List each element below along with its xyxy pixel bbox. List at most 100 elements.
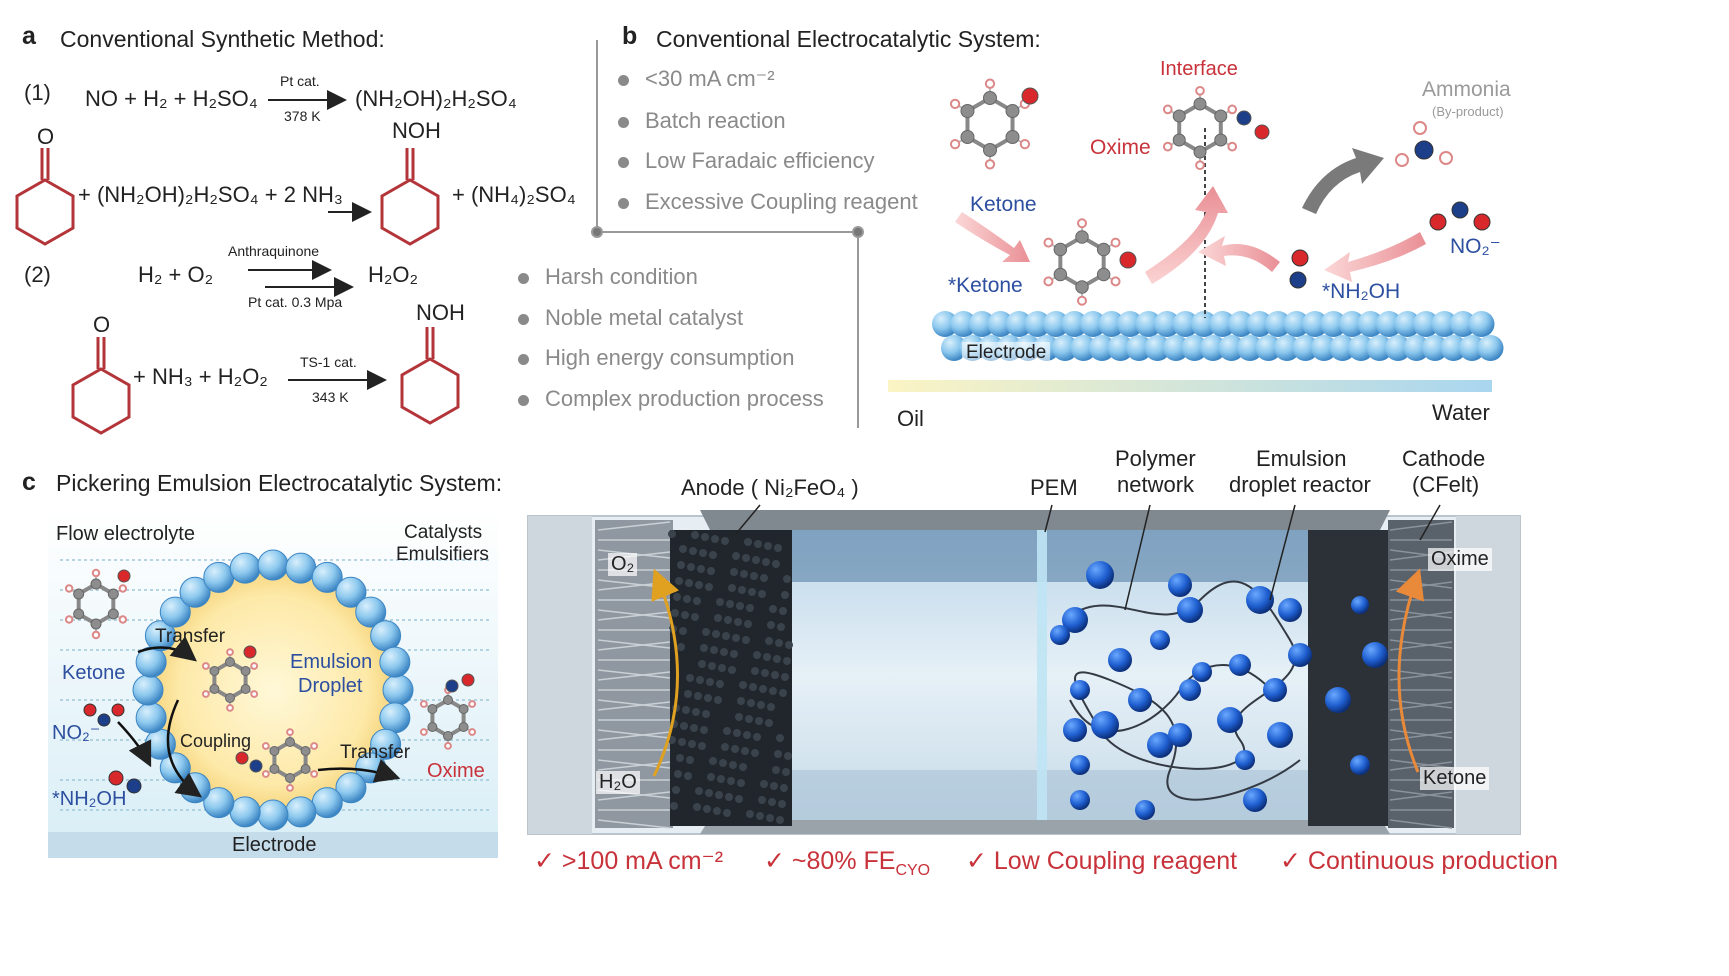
advantage-text: Low Coupling reagent bbox=[993, 847, 1238, 875]
anode-grain bbox=[760, 780, 768, 788]
emulsion-droplet-sphere bbox=[1070, 790, 1090, 810]
anode-grain bbox=[743, 731, 751, 739]
anode-fiber bbox=[597, 641, 671, 651]
bullet-dot bbox=[618, 197, 629, 209]
emulsion-reactor-label-2: droplet reactor bbox=[1229, 472, 1371, 497]
eq4-temperature: 343 K bbox=[312, 389, 349, 405]
eq2-product: + (NH₄)₂SO₄ bbox=[452, 182, 576, 207]
ketone-label-b: Ketone bbox=[970, 193, 1037, 216]
electrode-sphere bbox=[1440, 335, 1467, 361]
electrode-sphere bbox=[1126, 335, 1152, 361]
emulsifier-sphere bbox=[203, 787, 235, 819]
carbon-atom bbox=[1005, 130, 1020, 144]
panel-c-heading: Pickering Emulsion Electrocatalytic Syst… bbox=[56, 470, 503, 496]
anode-grain bbox=[718, 664, 726, 672]
no2-label-c: NO₂⁻ bbox=[52, 722, 101, 744]
electrode-sphere bbox=[1228, 311, 1254, 337]
cyclohexanone-1 bbox=[15, 148, 75, 246]
anode-grain bbox=[750, 572, 758, 580]
anode-grain bbox=[695, 581, 703, 589]
hydrogen-atom bbox=[310, 770, 319, 778]
anode-grain bbox=[698, 742, 706, 750]
bullet-text: Harsh condition bbox=[545, 264, 698, 289]
anode-fiber bbox=[597, 639, 671, 649]
no2-atom bbox=[1429, 213, 1447, 231]
anode-grain bbox=[739, 681, 747, 689]
hydrogen-atom bbox=[468, 728, 477, 736]
bullet-noble-metal: Noble metal catalyst bbox=[518, 305, 743, 331]
electrode-sphere bbox=[1061, 311, 1088, 337]
emulsion-droplets-reactor bbox=[1050, 561, 1388, 820]
hydrogen-atom bbox=[91, 630, 101, 640]
emulsifier-sphere bbox=[379, 646, 411, 678]
anode-grain bbox=[760, 574, 768, 582]
oxygen-atom bbox=[1119, 251, 1137, 269]
anode-grain bbox=[686, 674, 694, 682]
electrode-sphere bbox=[1274, 335, 1300, 361]
anode-grain bbox=[753, 651, 761, 659]
fe-subscript: CYO bbox=[895, 862, 931, 879]
anode-grain bbox=[757, 701, 765, 709]
emulsion-droplet-sphere bbox=[1168, 573, 1192, 597]
carbon-atom bbox=[427, 722, 438, 732]
anode-fiber bbox=[597, 669, 671, 679]
electrode-sphere bbox=[1181, 335, 1208, 361]
bullet-batch: Batch reaction bbox=[618, 108, 786, 134]
anode-texture bbox=[668, 530, 793, 824]
bullet-dot bbox=[618, 116, 629, 128]
anode-grain bbox=[742, 554, 750, 562]
eq1-number: (1) bbox=[24, 80, 51, 105]
no2-label-b: NO₂⁻ bbox=[1450, 235, 1501, 258]
panel-a-heading: Conventional Synthetic Method: bbox=[60, 26, 385, 52]
anode-grain bbox=[739, 763, 747, 771]
nh2oh-atom bbox=[126, 778, 142, 794]
no2-atom bbox=[1473, 213, 1491, 231]
emulsion-droplet-sphere bbox=[1351, 596, 1369, 614]
nh2oh-label-c: *NH₂OH bbox=[52, 788, 127, 810]
anode-grain bbox=[686, 756, 694, 764]
emulsion-droplet-sphere bbox=[1086, 561, 1114, 589]
anode-grain bbox=[737, 779, 745, 787]
electrode-sphere bbox=[1459, 335, 1485, 361]
emulsion-droplet-sphere bbox=[1217, 707, 1243, 733]
emulsifier-sphere bbox=[179, 576, 211, 608]
anode-fiber bbox=[597, 819, 671, 829]
arrow-nh2oh-up bbox=[1198, 236, 1280, 272]
emulsion-droplet-sphere bbox=[1108, 648, 1132, 672]
bullet-dot bbox=[518, 272, 529, 284]
anode-grain bbox=[707, 773, 715, 781]
emulsion-label: Emulsion bbox=[290, 651, 373, 673]
anode-grain bbox=[683, 595, 691, 603]
eq3-number: (2) bbox=[24, 262, 51, 287]
electrode-sphere bbox=[1163, 335, 1189, 361]
anode-grain bbox=[754, 540, 762, 548]
panel-b-heading: Conventional Electrocatalytic System: bbox=[656, 26, 1041, 52]
oil-water-gradient-bar bbox=[888, 380, 1492, 392]
bullet-text: Excessive Coupling reagent bbox=[645, 189, 918, 214]
carbon-atom bbox=[1053, 267, 1068, 282]
oxime-label-b: Oxime bbox=[1090, 136, 1151, 159]
electrode-sphere bbox=[1089, 335, 1115, 361]
anode-grain bbox=[724, 616, 732, 624]
anode-grain bbox=[730, 650, 738, 658]
bullet-text: High energy consumption bbox=[545, 345, 795, 370]
emulsion-droplet-sphere bbox=[1091, 711, 1119, 739]
anode-grain bbox=[702, 710, 710, 718]
transfer-in-label: Transfer bbox=[155, 626, 226, 647]
oxygen-atom bbox=[461, 673, 475, 687]
carbon-atom bbox=[269, 746, 280, 756]
bullet-dot bbox=[618, 156, 629, 168]
carbon-atom bbox=[1214, 133, 1228, 147]
anode-grain bbox=[747, 699, 755, 707]
anode-grain bbox=[701, 533, 709, 541]
emulsion-droplet-sphere bbox=[1147, 732, 1173, 758]
bullet-text: <30 mA cm⁻² bbox=[645, 66, 775, 91]
emulsifier-sphere bbox=[285, 796, 317, 828]
hydrogen-atom bbox=[444, 742, 452, 750]
anode-grain bbox=[688, 740, 696, 748]
anode-grain bbox=[728, 666, 736, 674]
carbon-atom bbox=[458, 704, 469, 714]
anode-grain bbox=[769, 605, 777, 613]
anode-grain bbox=[746, 604, 754, 612]
